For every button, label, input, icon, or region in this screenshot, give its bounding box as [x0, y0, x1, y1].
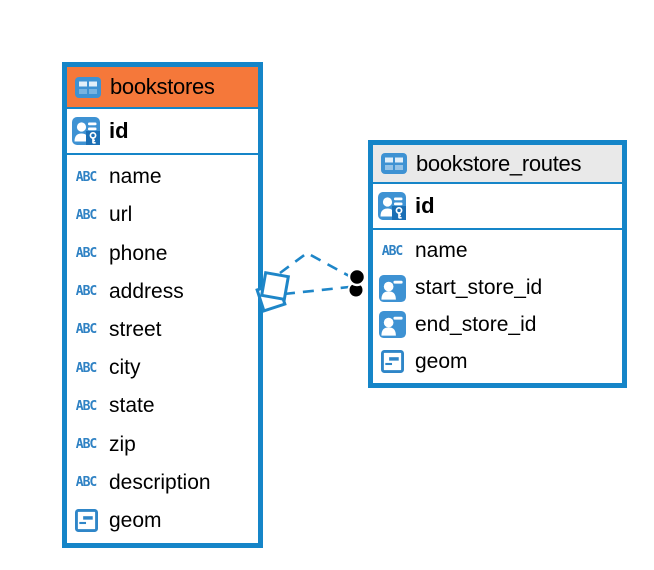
- pk-column-label: id: [109, 118, 129, 143]
- column-row-phone[interactable]: ABC phone: [67, 234, 258, 272]
- relationship-line-lower[interactable]: [283, 285, 350, 296]
- column-row-name[interactable]: ABC name: [373, 233, 622, 270]
- column-label: address: [109, 279, 184, 303]
- text-type-icon: ABC: [75, 207, 97, 223]
- column-row-name[interactable]: ABC name: [67, 158, 258, 196]
- pk-column-label: id: [415, 193, 435, 218]
- pk-column-row[interactable]: id: [67, 109, 258, 155]
- column-row-geom[interactable]: geom: [373, 343, 622, 380]
- column-label: name: [415, 239, 468, 263]
- column-label: end_store_id: [415, 312, 537, 336]
- column-label: zip: [109, 432, 136, 456]
- entity-table-bookstores[interactable]: bookstores id A: [62, 62, 263, 548]
- column-row-address[interactable]: ABC address: [67, 273, 258, 311]
- relationship-dot-markers[interactable]: [347, 267, 367, 299]
- column-label: description: [109, 470, 211, 494]
- column-label: url: [109, 203, 133, 227]
- column-row-url[interactable]: ABC url: [67, 196, 258, 234]
- table-icon: [380, 153, 408, 174]
- column-label: geom: [415, 349, 468, 373]
- column-label: city: [109, 356, 141, 380]
- column-label: name: [109, 165, 162, 189]
- geometry-type-icon: [378, 350, 406, 374]
- relationship-line-upper[interactable]: [279, 251, 352, 279]
- column-row-start-store-id[interactable]: start_store_id: [373, 270, 622, 307]
- column-label: state: [109, 394, 155, 418]
- table-icon: [74, 76, 102, 98]
- foreign-key-icon: [378, 274, 406, 302]
- text-type-icon: ABC: [75, 475, 97, 491]
- text-type-icon: ABC: [75, 360, 97, 376]
- column-label: phone: [109, 241, 168, 265]
- column-label: start_store_id: [415, 276, 543, 300]
- text-type-icon: ABC: [75, 284, 97, 300]
- column-label: geom: [109, 508, 162, 532]
- text-type-icon: ABC: [75, 246, 97, 261]
- text-type-icon: ABC: [381, 243, 403, 259]
- geometry-type-icon: [72, 509, 100, 533]
- primary-key-icon: [378, 192, 406, 220]
- foreign-key-icon: [378, 311, 406, 339]
- pk-column-row[interactable]: id: [373, 184, 622, 230]
- column-row-description[interactable]: ABC description: [67, 464, 258, 502]
- table-title: bookstore_routes: [416, 150, 582, 176]
- column-row-end-store-id[interactable]: end_store_id: [373, 307, 622, 344]
- column-row-street[interactable]: ABC street: [67, 311, 258, 349]
- column-row-state[interactable]: ABC state: [67, 387, 258, 425]
- column-list: ABC name ABC url ABC phone ABC address A…: [67, 155, 258, 543]
- text-type-icon: ABC: [75, 398, 97, 414]
- primary-key-icon: [72, 117, 100, 145]
- table-header-bookstores[interactable]: bookstores: [67, 67, 258, 109]
- column-row-zip[interactable]: ABC zip: [67, 425, 258, 463]
- column-row-geom[interactable]: geom: [67, 502, 258, 540]
- table-title: bookstores: [110, 74, 215, 99]
- column-list: ABC name start_store_id: [373, 230, 622, 383]
- text-type-icon: ABC: [75, 169, 97, 185]
- text-type-icon: ABC: [75, 322, 97, 338]
- column-label: street: [109, 317, 162, 341]
- entity-table-bookstore-routes[interactable]: bookstore_routes id: [368, 140, 627, 388]
- table-header-bookstore-routes[interactable]: bookstore_routes: [373, 145, 622, 184]
- text-type-icon: ABC: [75, 437, 97, 453]
- column-row-city[interactable]: ABC city: [67, 349, 258, 387]
